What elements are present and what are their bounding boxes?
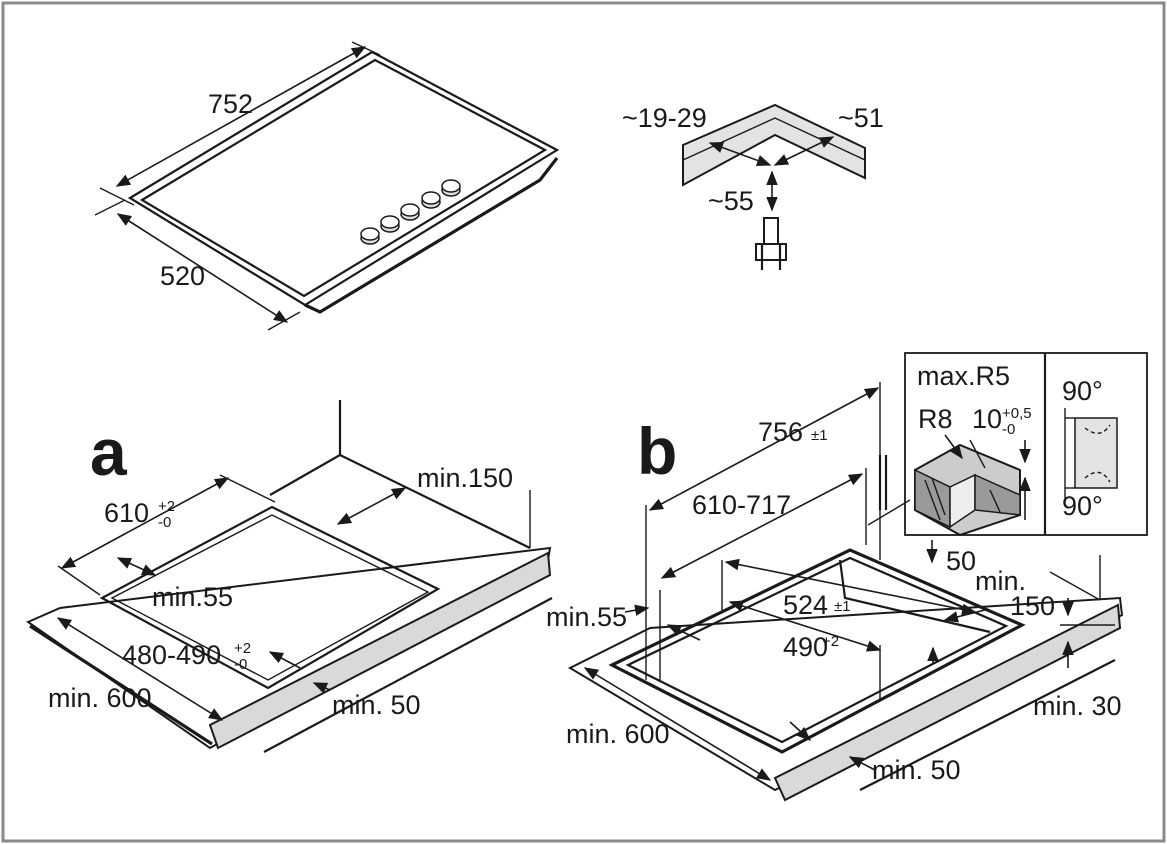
label-b-610-717: 610-717 (692, 490, 791, 520)
figure-a-letter: a (90, 415, 128, 489)
dim-524 (724, 558, 977, 616)
label-a-min600: min. 600 (48, 683, 152, 713)
label-b-490: 490 (783, 632, 828, 662)
angle-sketch (1064, 408, 1118, 498)
label-b-756-tol: ±1 (811, 427, 828, 444)
worktop-edge-b (773, 603, 1122, 802)
label-a-610-plus: +2 (158, 498, 175, 515)
label-b-min600: min. 600 (566, 719, 670, 749)
label-b-min: min. (975, 566, 1026, 596)
label-inset-10-plus: +0,5 (1002, 405, 1032, 422)
figure-a: a min.150 610 +2 -0 min.55 480-490 +2 -0… (25, 400, 553, 753)
label-b-min50: min. 50 (872, 755, 961, 785)
label-b-524: 524 (783, 590, 828, 620)
hob-side-edge (304, 157, 559, 314)
label-19-29: ~19-29 (622, 103, 707, 133)
label-inset-90-top: 90° (1062, 376, 1103, 406)
label-inset-r8: R8 (918, 404, 953, 434)
dim-610-717 (660, 473, 864, 579)
control-knobs (360, 179, 461, 245)
label-a-min55: min.55 (152, 582, 233, 612)
label-51: ~51 (838, 103, 884, 133)
label-a-480-plus: +2 (234, 640, 251, 657)
label-a-480-490: 480-490 (122, 640, 221, 670)
dim-490 (728, 600, 882, 652)
corner-block (914, 443, 1021, 537)
seal-detail: ~19-29 ~51 ~55 (622, 103, 884, 270)
label-55: ~55 (708, 186, 754, 216)
dim-b-min600 (583, 667, 772, 781)
label-inset-10: 10 (972, 404, 1002, 434)
label-a-610: 610 (104, 498, 149, 528)
label-a-min150: min.150 (417, 463, 513, 493)
fixing-screw-icon (755, 217, 787, 270)
label-520: 520 (160, 261, 205, 291)
label-a-480-minus: -0 (234, 656, 247, 673)
label-inset-10-minus: -0 (1002, 421, 1015, 438)
label-752: 752 (208, 89, 253, 119)
worktop-edge-a (208, 551, 552, 750)
label-b-50: 50 (946, 546, 976, 576)
label-b-756: 756 (758, 417, 803, 447)
figure-b: b 756 ±1 610-717 min.55 524 ±1 490 +2 50… (546, 352, 1148, 802)
label-b-150: 150 (1010, 591, 1055, 621)
label-inset-max-r5: max.R5 (917, 361, 1010, 391)
hob-drawing: 752 520 (94, 41, 560, 331)
label-b-490-tol: +2 (822, 633, 839, 650)
label-a-610-minus: -0 (158, 514, 171, 531)
label-b-524-tol: ±1 (834, 598, 851, 615)
dim-520 (116, 213, 289, 323)
label-b-min30: min. 30 (1033, 691, 1122, 721)
figure-b-letter: b (637, 414, 677, 488)
label-inset-90-bottom: 90° (1062, 491, 1103, 521)
label-b-min55: min.55 (546, 602, 627, 632)
dim-752 (115, 46, 367, 187)
label-a-min50: min. 50 (332, 690, 421, 720)
